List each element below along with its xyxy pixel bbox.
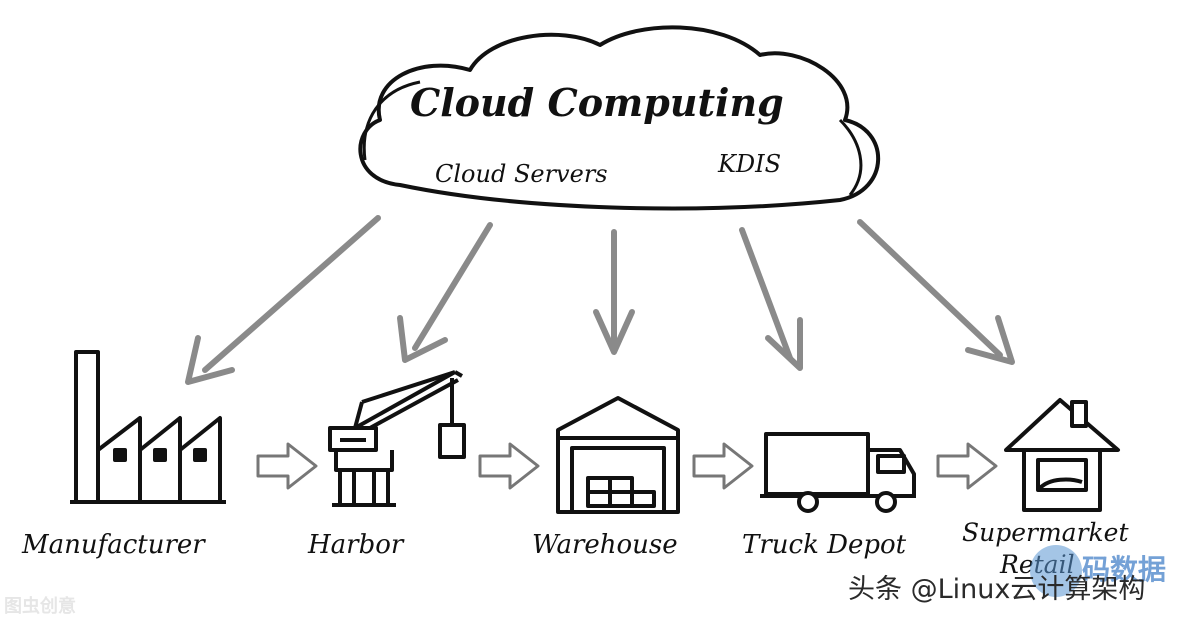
label-manufacturer: Manufacturer — [22, 530, 205, 560]
warehouse-icon — [556, 396, 680, 514]
arrow-warehouse-truck — [692, 442, 754, 490]
arrow-truck-supermarket — [936, 442, 998, 490]
arrow-manufacturer-harbor — [256, 442, 318, 490]
factory-icon — [70, 350, 226, 504]
cloud-item-cloud-servers: Cloud Servers — [435, 160, 608, 188]
arrow-to-harbor — [397, 222, 493, 363]
cloud-item-kdis: KDIS — [718, 150, 782, 178]
watermark-left: 图虫创意 — [4, 596, 76, 617]
label-truck-depot: Truck Depot — [742, 530, 907, 560]
label-supermarket: Supermarket — [962, 518, 1129, 547]
watermark-right: 头条 @Linux云计算架构 — [848, 574, 1146, 605]
arrow-to-warehouse — [593, 229, 635, 355]
cloud-arrows — [185, 215, 1015, 385]
watermark-logo-text: 码数据 — [1082, 553, 1167, 586]
flow-arrows — [256, 442, 998, 490]
arrow-to-truck-depot — [739, 227, 803, 371]
watermark-logo-icon — [1030, 545, 1082, 597]
crane-icon — [328, 370, 466, 507]
arrow-to-supermarket — [857, 219, 1015, 365]
cloud-title: Cloud Computing — [410, 80, 784, 125]
label-harbor: Harbor — [308, 530, 404, 560]
arrow-harbor-warehouse — [478, 442, 540, 490]
supermarket-icon — [1004, 398, 1120, 512]
arrow-to-manufacturer — [185, 215, 381, 385]
label-warehouse: Warehouse — [532, 530, 678, 560]
cloud-shape — [358, 25, 881, 211]
truck-icon — [760, 432, 916, 513]
